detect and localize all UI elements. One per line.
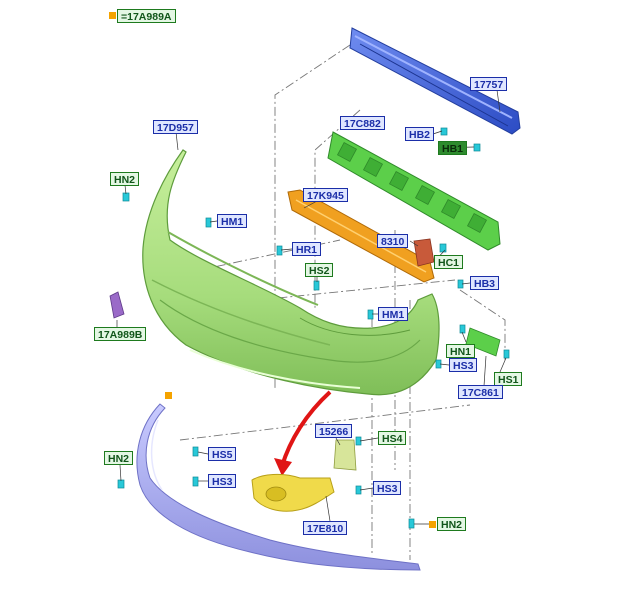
lower-lip-spoiler (136, 403, 421, 571)
label-15266: 15266 (315, 424, 353, 438)
label-HN2-lower: HN2 (104, 451, 134, 465)
label-HS3-mid: HS3 (373, 481, 402, 495)
label-HR1: HR1 (292, 242, 322, 256)
fog-lamp-bezel (251, 473, 335, 512)
clip-part (109, 291, 125, 319)
label-17C861: 17C861 (458, 385, 503, 399)
label-17C882: 17C882 (340, 116, 385, 130)
label-HS2: HS2 (305, 263, 334, 277)
label-HS5: HS5 (208, 447, 237, 461)
label-HB1: HB1 (438, 141, 468, 155)
marker-lip (165, 392, 172, 399)
label-17A989A: =17A989A (117, 9, 176, 23)
marker-HN2c (429, 521, 436, 528)
reinforcement-bar (349, 27, 521, 135)
label-17D957: 17D957 (153, 120, 198, 134)
energy-absorber (327, 131, 501, 251)
bracket (413, 238, 435, 267)
label-17E810: 17E810 (303, 521, 348, 535)
direction-arrow (274, 390, 332, 476)
marker-17A989A (109, 12, 116, 19)
lamp-bracket (333, 439, 357, 471)
side-bracket (465, 327, 501, 357)
label-17K945: 17K945 (303, 188, 348, 202)
label-HM1-lower: HM1 (378, 307, 409, 321)
label-HN1: HN1 (446, 344, 476, 358)
fasteners (117, 127, 510, 529)
lower-absorber (287, 189, 435, 283)
label-HS3-right: HS3 (449, 358, 478, 372)
label-HS4: HS4 (378, 431, 407, 445)
label-HN2-upper: HN2 (110, 172, 140, 186)
label-17757: 17757 (470, 77, 508, 91)
label-HM1-upper: HM1 (217, 214, 248, 228)
label-HS3-left: HS3 (208, 474, 237, 488)
label-HC1: HC1 (434, 255, 464, 269)
label-8310: 8310 (377, 234, 409, 248)
label-HN2-bottom: HN2 (437, 517, 467, 531)
label-HS1: HS1 (494, 372, 523, 386)
label-HB2: HB2 (405, 127, 435, 141)
bumper-cover (142, 149, 440, 396)
label-HB3: HB3 (470, 276, 500, 290)
label-17A989B: 17A989B (94, 327, 147, 341)
